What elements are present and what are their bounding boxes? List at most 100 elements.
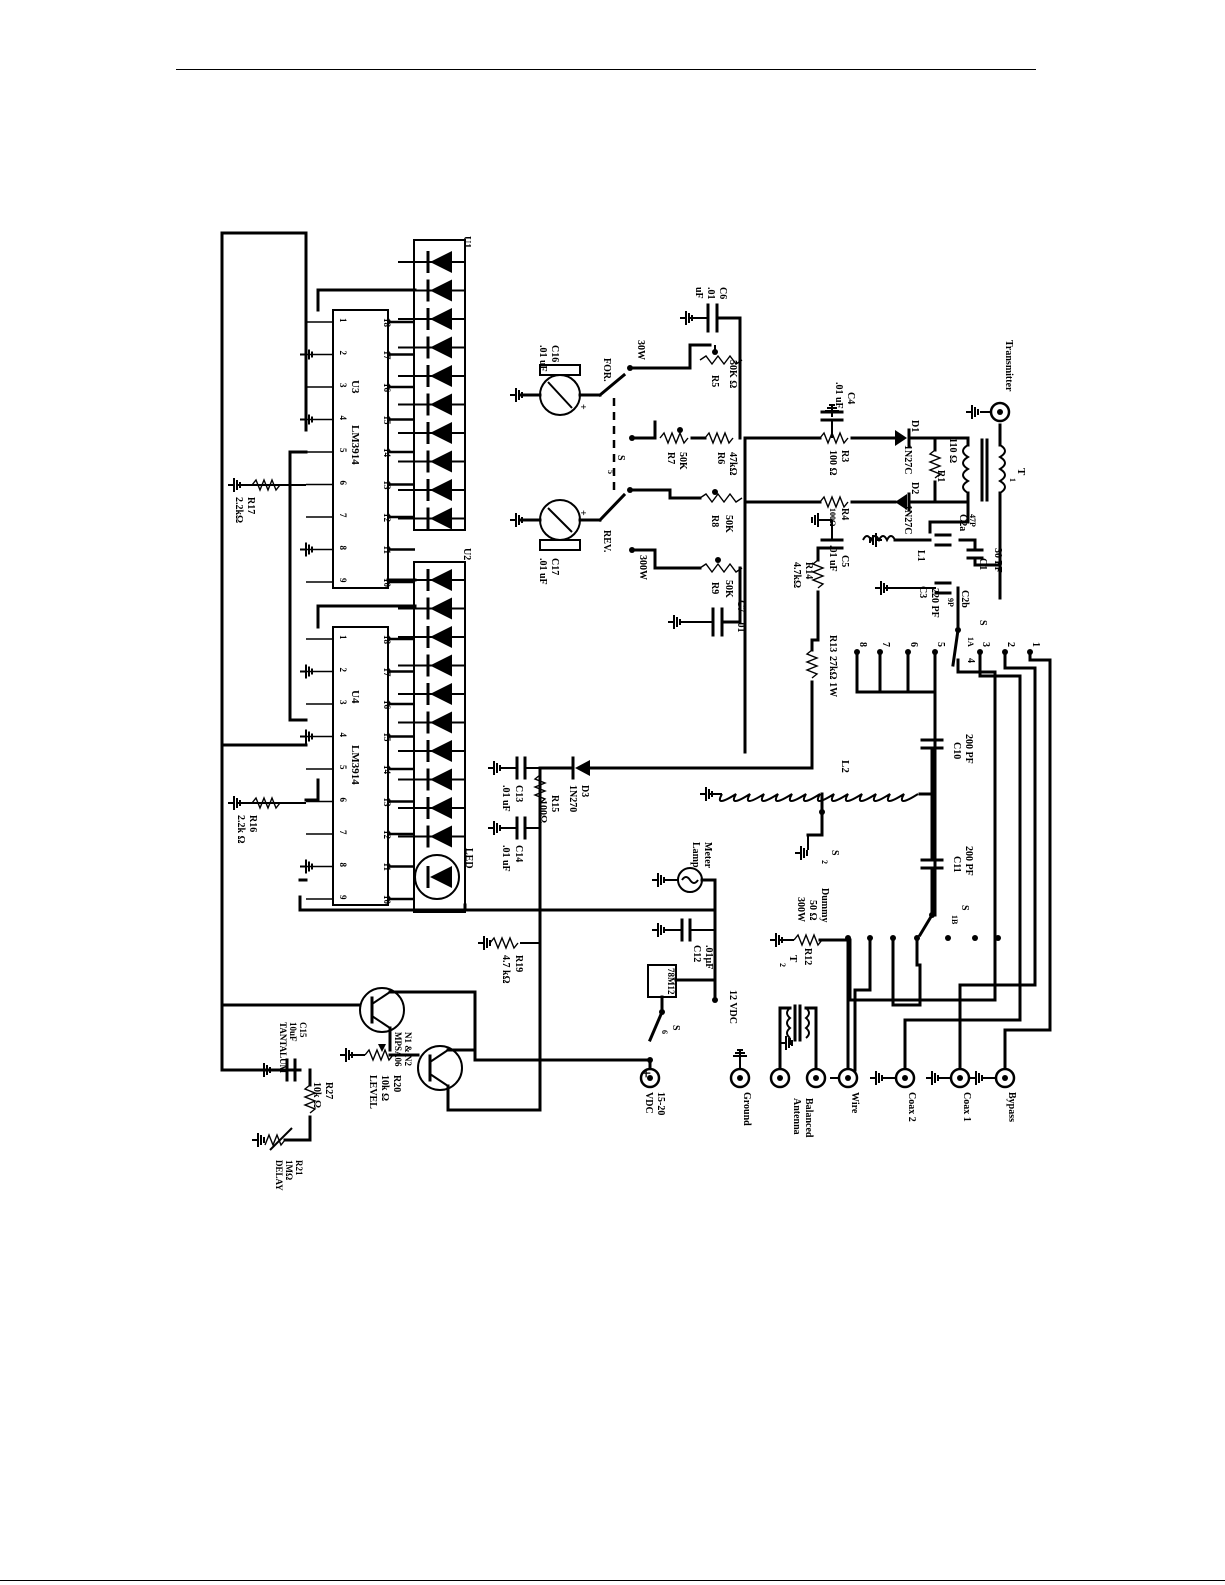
- c14-label: C14: [513, 845, 524, 862]
- c3-label: C3: [917, 586, 928, 598]
- led-diode: [398, 393, 464, 416]
- c17-label: C17: [549, 558, 560, 575]
- r7-label: R7: [665, 452, 676, 464]
- c4-label: C4: [845, 392, 856, 404]
- led-diode: [398, 336, 464, 359]
- r21-label: R21: [294, 1160, 304, 1176]
- r15-value: 100Ω: [537, 800, 548, 823]
- r15-label: R15: [549, 795, 560, 812]
- r1-value: 110 Ω: [947, 438, 958, 463]
- led-diode: [398, 597, 464, 620]
- l2-label: L2: [839, 760, 851, 773]
- ic-pin-label: 8: [338, 546, 348, 551]
- u4-part: LM3914: [349, 745, 361, 785]
- r9-value: 50K: [723, 580, 734, 598]
- rev-plus: +: [577, 510, 588, 516]
- ic-pin-label: 17: [382, 351, 392, 361]
- lamp-label-1: Meter: [702, 842, 713, 869]
- page-footer-rule: [0, 1580, 1225, 1581]
- ic-pin-label: 10: [382, 895, 392, 905]
- c2a-value: 47P: [968, 514, 977, 527]
- s1a-pos4: 4: [965, 658, 976, 663]
- led-diode: [398, 797, 464, 819]
- c2b-label: C2b: [959, 590, 970, 608]
- ic-pin-label: 6: [338, 481, 348, 486]
- s5-label: S: [615, 455, 626, 461]
- c13-value: .01 uF: [500, 785, 511, 812]
- ic-pin-label: 9: [338, 578, 348, 583]
- r9-label: R9: [709, 582, 720, 594]
- ic-pin-label: 3: [338, 700, 348, 705]
- switch-s1b: S 1B: [818, 905, 1001, 1072]
- page-header-rule: [176, 69, 1036, 70]
- t1-label: T: [1015, 468, 1027, 476]
- c3-value: 220 PF: [929, 588, 940, 618]
- led-bar-u1: [398, 239, 466, 531]
- balanced-label-1: Balanced: [803, 1098, 814, 1138]
- power-supply: Meter Lamp C12 .01µF 78M12 12 VDC S 6 + …: [463, 842, 752, 1126]
- c6-v1: .01: [705, 287, 716, 300]
- ic-pin-label: 8: [338, 863, 348, 868]
- r20-value: 10k Ω: [379, 1075, 390, 1101]
- for-label: FOR.: [601, 358, 612, 382]
- bypass-label: Bypass: [1006, 1092, 1017, 1122]
- s1b-sub: 1B: [950, 915, 959, 925]
- led-diode: [398, 683, 464, 705]
- r8-label: R8: [709, 515, 720, 527]
- dummy-load-r12: R12 Dummy 50 Ω 300W: [769, 888, 830, 965]
- t2-sub: 2: [778, 963, 787, 967]
- balanced-label-2: Antenna: [791, 1098, 802, 1135]
- r4-label: R4: [839, 508, 850, 520]
- u1-label: U1: [461, 236, 472, 248]
- s1a-position-label: 7: [880, 642, 891, 647]
- r19-label: R19: [513, 955, 524, 972]
- r27-label: R27: [323, 1082, 334, 1099]
- ic-pin-label: 9: [338, 895, 348, 900]
- ic-pin-label: 7: [338, 513, 348, 518]
- ic-pin-label: 4: [338, 416, 348, 421]
- ic-wiring: R17 2.2kΩ R16 2.2k Ω: [220, 231, 467, 1007]
- led-diode: [398, 768, 464, 791]
- r6-label: R6: [715, 452, 726, 464]
- c14-value: .01 uF: [500, 845, 511, 872]
- c7-value: .01: [735, 620, 746, 633]
- s1a-position-label: 2: [1005, 642, 1016, 647]
- ic-pin-label: 11: [382, 546, 392, 555]
- led-diode: [398, 365, 464, 387]
- r5-label: R5: [709, 375, 720, 387]
- ic-pin-label: 3: [338, 383, 348, 388]
- ic-pin-label: 4: [338, 733, 348, 738]
- ic-pin-label: 16: [382, 383, 392, 393]
- r17-value: 2.2kΩ: [233, 497, 244, 523]
- r16-label: R16: [247, 815, 258, 832]
- ic-pin-label: 6: [338, 798, 348, 803]
- c17-value: .01 uF: [537, 558, 548, 585]
- ic-pin-label: 15: [382, 733, 392, 743]
- r20-label: R20: [391, 1075, 402, 1092]
- ic-pin-label: 14: [382, 765, 392, 775]
- ic-pin-label: 15: [382, 416, 392, 426]
- led-diode: [398, 740, 464, 762]
- ic-pin-label: 5: [338, 448, 348, 453]
- ic-pin-label: 18: [382, 635, 392, 645]
- output-jacks: Balanced Antenna Wire Coax 2 Coax 1 Bypa…: [769, 1067, 1017, 1138]
- r7-value: 50K: [677, 452, 688, 470]
- r8-value: 50K: [723, 515, 734, 533]
- d2-value: 1N27C: [902, 505, 913, 534]
- r17-label: R17: [245, 497, 256, 514]
- r1-label: R1: [935, 470, 946, 482]
- c6-label: C6: [717, 287, 728, 299]
- mpsa06-label: MPSA06: [393, 1032, 403, 1067]
- ic-pin-label: 14: [382, 448, 392, 458]
- ic-pin-label: 12: [382, 830, 392, 840]
- led-diode: [398, 626, 464, 648]
- c5-value: .01 uF: [827, 545, 838, 572]
- c16-value: .01 uF: [537, 345, 548, 372]
- s5-num: 5: [606, 470, 615, 474]
- rev-label: REV.: [601, 530, 612, 553]
- ic-pin-label: 13: [382, 798, 392, 808]
- s6-sub: 6: [660, 1030, 669, 1034]
- s1b-label: S: [959, 905, 970, 911]
